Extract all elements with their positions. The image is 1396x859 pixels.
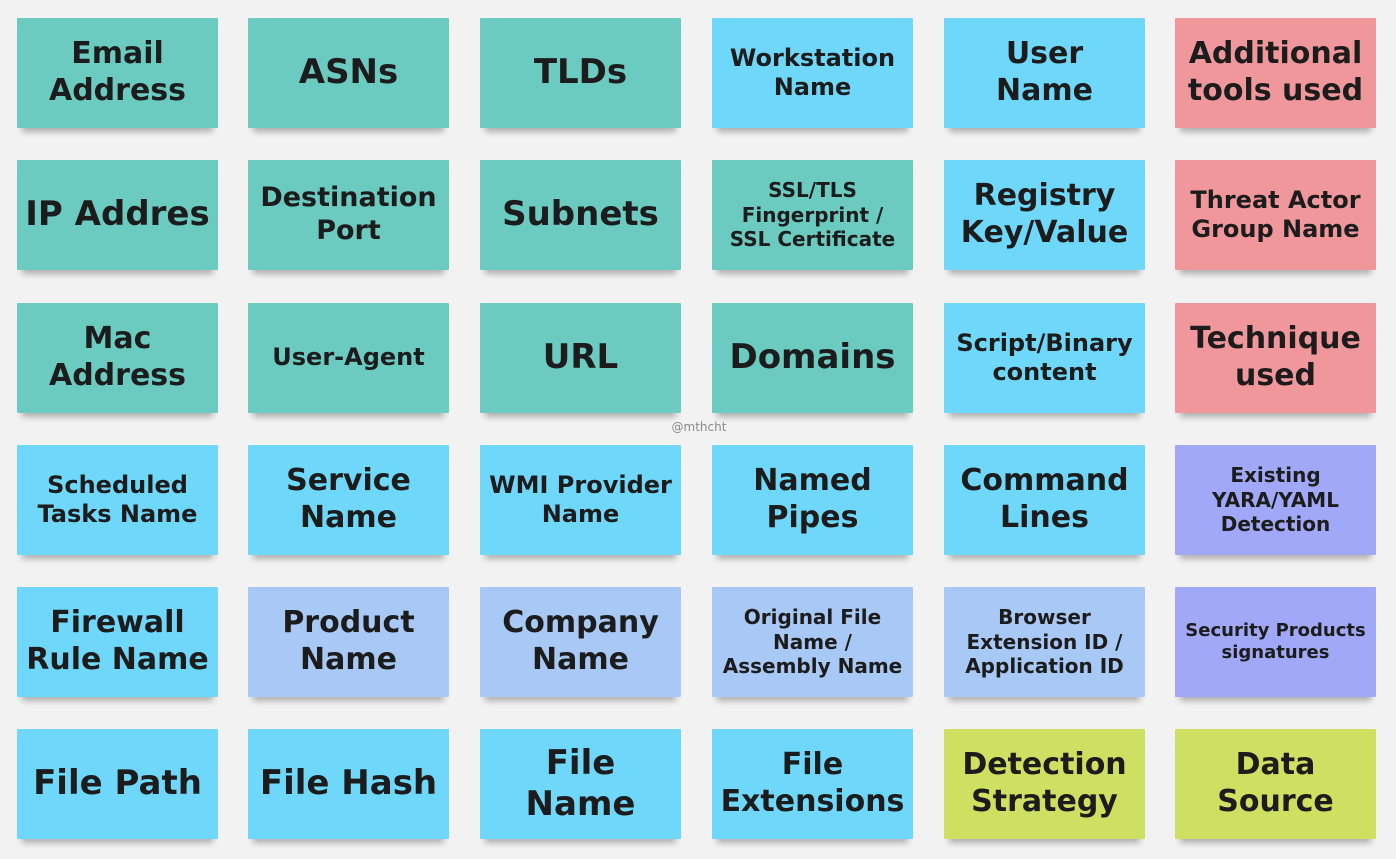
sticky-note-ip-addres: IP Addres	[17, 160, 218, 270]
sticky-note-label: TLDs	[533, 52, 628, 93]
sticky-note-product-name: Product Name	[248, 587, 449, 697]
sticky-note-detection-strategy: Detection Strategy	[944, 729, 1145, 839]
sticky-note-registry-key-value: Registry Key/Value	[944, 160, 1145, 270]
sticky-note-label: Email Address	[48, 36, 187, 108]
sticky-note-label: WMI Provider Name	[489, 470, 672, 528]
sticky-note-label: Domains	[729, 337, 896, 378]
sticky-note-user-agent: User-Agent	[248, 303, 449, 413]
sticky-note-file-path: File Path	[17, 729, 218, 839]
sticky-note-label: Company Name	[502, 605, 659, 677]
sticky-note-label: Security Products signatures	[1185, 620, 1366, 663]
sticky-note-label: Scheduled Tasks Name	[37, 470, 198, 528]
sticky-note-label: Firewall Rule Name	[26, 605, 209, 677]
sticky-note-label: File Name	[525, 742, 636, 824]
sticky-note-url: URL	[480, 303, 681, 413]
sticky-note-domains: Domains	[712, 303, 913, 413]
sticky-note-existing-yara-yaml-detection: Existing YARA/YAML Detection	[1175, 445, 1376, 555]
sticky-note-command-lines: Command Lines	[944, 445, 1145, 555]
sticky-note-data-source: Data Source	[1175, 729, 1376, 839]
sticky-note-label: Script/Binary content	[956, 328, 1133, 386]
sticky-note-firewall-rule-name: Firewall Rule Name	[17, 587, 218, 697]
sticky-note-company-name: Company Name	[480, 587, 681, 697]
watermark: @mthcht	[671, 420, 727, 434]
sticky-note-email-address: Email Address	[17, 18, 218, 128]
sticky-note-ssl-tls-fingerprint-ssl-certificate: SSL/TLS Fingerprint / SSL Certificate	[712, 160, 913, 270]
sticky-note-additional-tools-used: Additional tools used	[1175, 18, 1376, 128]
sticky-note-original-file-name-assembly-name: Original File Name / Assembly Name	[712, 587, 913, 697]
sticky-note-label: User-Agent	[272, 343, 425, 372]
sticky-note-technique-used: Technique used	[1175, 303, 1376, 413]
sticky-note-asns: ASNs	[248, 18, 449, 128]
sticky-note-label: File Path	[33, 763, 202, 804]
sticky-note-label: Detection Strategy	[962, 747, 1127, 819]
sticky-note-label: Data Source	[1217, 747, 1334, 819]
sticky-note-label: ASNs	[298, 52, 399, 93]
sticky-note-label: URL	[542, 337, 619, 378]
sticky-note-label: Original File Name / Assembly Name	[722, 605, 903, 679]
sticky-note-workstation-name: Workstation Name	[712, 18, 913, 128]
sticky-note-subnets: Subnets	[480, 160, 681, 270]
sticky-note-destination-port: Destination Port	[248, 160, 449, 270]
sticky-note-mac-address: Mac Address	[17, 303, 218, 413]
sticky-note-label: Technique used	[1190, 321, 1361, 393]
sticky-note-named-pipes: Named Pipes	[712, 445, 913, 555]
sticky-note-label: Service Name	[286, 463, 411, 535]
sticky-note-tlds: TLDs	[480, 18, 681, 128]
sticky-note-script-binary-content: Script/Binary content	[944, 303, 1145, 413]
sticky-note-threat-actor-group-name: Threat Actor Group Name	[1175, 160, 1376, 270]
sticky-note-scheduled-tasks-name: Scheduled Tasks Name	[17, 445, 218, 555]
sticky-note-file-name: File Name	[480, 729, 681, 839]
sticky-note-security-products-signatures: Security Products signatures	[1175, 587, 1376, 697]
sticky-note-label: Browser Extension ID / Application ID	[965, 605, 1124, 679]
sticky-note-label: Existing YARA/YAML Detection	[1212, 463, 1339, 537]
sticky-note-label: Product Name	[282, 605, 415, 677]
sticky-note-label: Subnets	[502, 194, 659, 235]
sticky-note-label: Registry Key/Value	[960, 178, 1129, 250]
sticky-note-file-extensions: File Extensions	[712, 729, 913, 839]
sticky-note-label: User Name	[996, 36, 1093, 108]
sticky-note-label: File Hash	[259, 763, 438, 804]
sticky-note-label: IP Addres	[25, 194, 210, 235]
sticky-note-label: SSL/TLS Fingerprint / SSL Certificate	[729, 178, 896, 252]
sticky-note-label: Command Lines	[960, 463, 1129, 535]
sticky-note-label: File Extensions	[720, 747, 905, 819]
sticky-note-wmi-provider-name: WMI Provider Name	[480, 445, 681, 555]
sticky-note-label: Threat Actor Group Name	[1190, 185, 1361, 243]
sticky-note-label: Mac Address	[48, 321, 187, 393]
sticky-note-label: Destination Port	[260, 182, 437, 246]
sticky-note-service-name: Service Name	[248, 445, 449, 555]
sticky-note-user-name: User Name	[944, 18, 1145, 128]
sticky-note-label: Workstation Name	[729, 43, 896, 101]
sticky-note-label: Additional tools used	[1187, 36, 1364, 108]
sticky-note-browser-extension-id-application-id: Browser Extension ID / Application ID	[944, 587, 1145, 697]
sticky-note-label: Named Pipes	[753, 463, 872, 535]
sticky-note-file-hash: File Hash	[248, 729, 449, 839]
